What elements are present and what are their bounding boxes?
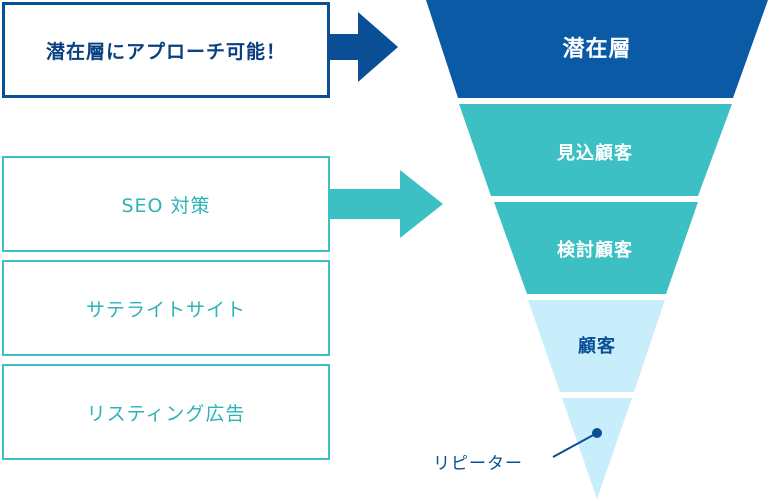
funnel-tier-latent: [426, 0, 768, 98]
arrow-navy: [330, 12, 398, 82]
seo-text: SEO 対策: [121, 194, 211, 217]
seo-box: SEO 対策: [2, 156, 330, 252]
satellite-site-box: サテライトサイト: [2, 260, 330, 356]
funnel-tier-repeater: [562, 398, 632, 499]
funnel-label-consideration: 検討顧客: [557, 239, 633, 261]
callout-dot: [592, 428, 602, 438]
satellite-site-text: サテライトサイト: [85, 298, 246, 321]
latent-approach-text: 潜在層にアプローチ可能！: [45, 40, 286, 63]
listing-ad-text: リスティング広告: [86, 402, 246, 425]
arrow-teal: [330, 170, 443, 238]
funnel-tier-customer: [528, 300, 665, 392]
funnel-label-latent: 潜在層: [562, 36, 631, 62]
listing-ad-box: リスティング広告: [2, 364, 330, 460]
funnel-label-prospect: 見込顧客: [556, 142, 633, 164]
repeater-label: リピーター: [433, 454, 523, 474]
latent-approach-box: 潜在層にアプローチ可能！: [2, 2, 330, 98]
funnel-label-customer: 顧客: [578, 335, 616, 357]
funnel-tier-prospect: [459, 104, 732, 196]
callout-line: [552, 432, 598, 458]
funnel-tier-consideration: [494, 202, 698, 294]
